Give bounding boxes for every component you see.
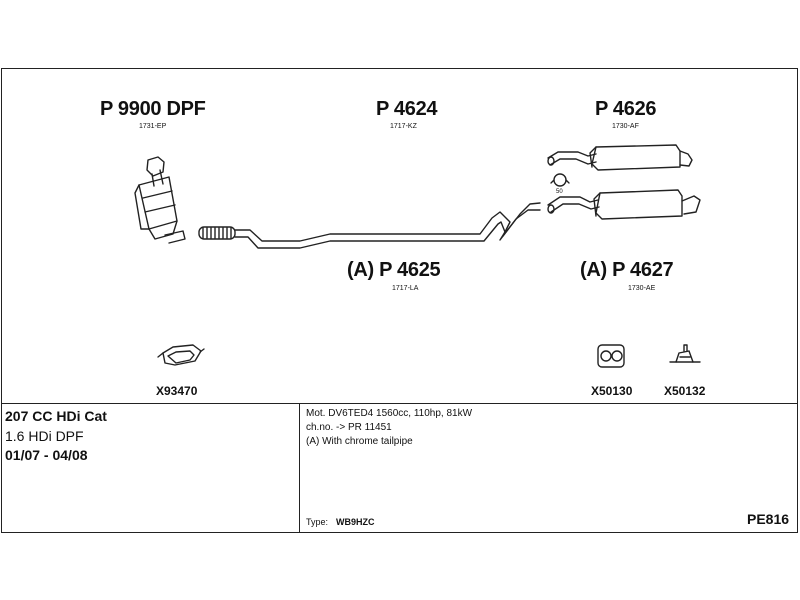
- part-number-p4626: P 4626: [595, 98, 657, 120]
- part-number-p4625: (A) P 4625: [347, 259, 441, 281]
- diagram-frame: [1, 68, 798, 533]
- part-code-p4626: 1730-AF: [612, 123, 639, 130]
- middle-pipe-drawing: [234, 202, 541, 249]
- rear-silencer-top-drawing: [547, 144, 693, 171]
- vehicle-engine: 1.6 HDi DPF: [5, 428, 84, 444]
- part-code-p4625: 1717-LA: [392, 285, 419, 292]
- notes-line-3: (A) With chrome tailpipe: [306, 436, 413, 447]
- info-divider: [1, 403, 798, 404]
- notes-line-1: Mot. DV6TED4 1560cc, 110hp, 81kW: [306, 408, 473, 419]
- part-code-p4624: 1717-KZ: [390, 123, 417, 130]
- part-code-p4627: 1730-AE: [628, 285, 656, 292]
- vehicle-model: 207 CC HDi Cat: [5, 408, 107, 424]
- part-number-p4624: P 4624: [376, 98, 438, 120]
- x50130-mount-icon: [597, 344, 625, 368]
- vehicle-dates: 01/07 - 04/08: [5, 447, 88, 463]
- part-number-p9900: P 9900 DPF: [100, 98, 206, 120]
- accessory-x50132: X50132: [664, 384, 706, 398]
- x93470-clamp-icon: [157, 344, 205, 366]
- x50132-hanger-icon: [669, 344, 701, 363]
- clamp-size-label: 50: [556, 189, 563, 195]
- sheet-code: PE816: [747, 511, 790, 527]
- part-code-p9900: 1731-EP: [139, 123, 167, 130]
- rear-silencer-bottom-drawing: [547, 189, 701, 220]
- accessory-x50130: X50130: [591, 384, 633, 398]
- info-column-divider: [299, 403, 300, 533]
- type-value: WB9HZC: [336, 517, 375, 527]
- accessory-x93470: X93470: [156, 384, 198, 398]
- dpf-unit-drawing: [134, 156, 186, 244]
- part-number-p4627: (A) P 4627: [580, 259, 674, 281]
- type-label: Type:: [306, 517, 329, 527]
- notes-line-2: ch.no. -> PR 11451: [306, 422, 392, 433]
- clamp-drawing: [550, 173, 570, 187]
- flex-pipe-drawing: [198, 226, 236, 240]
